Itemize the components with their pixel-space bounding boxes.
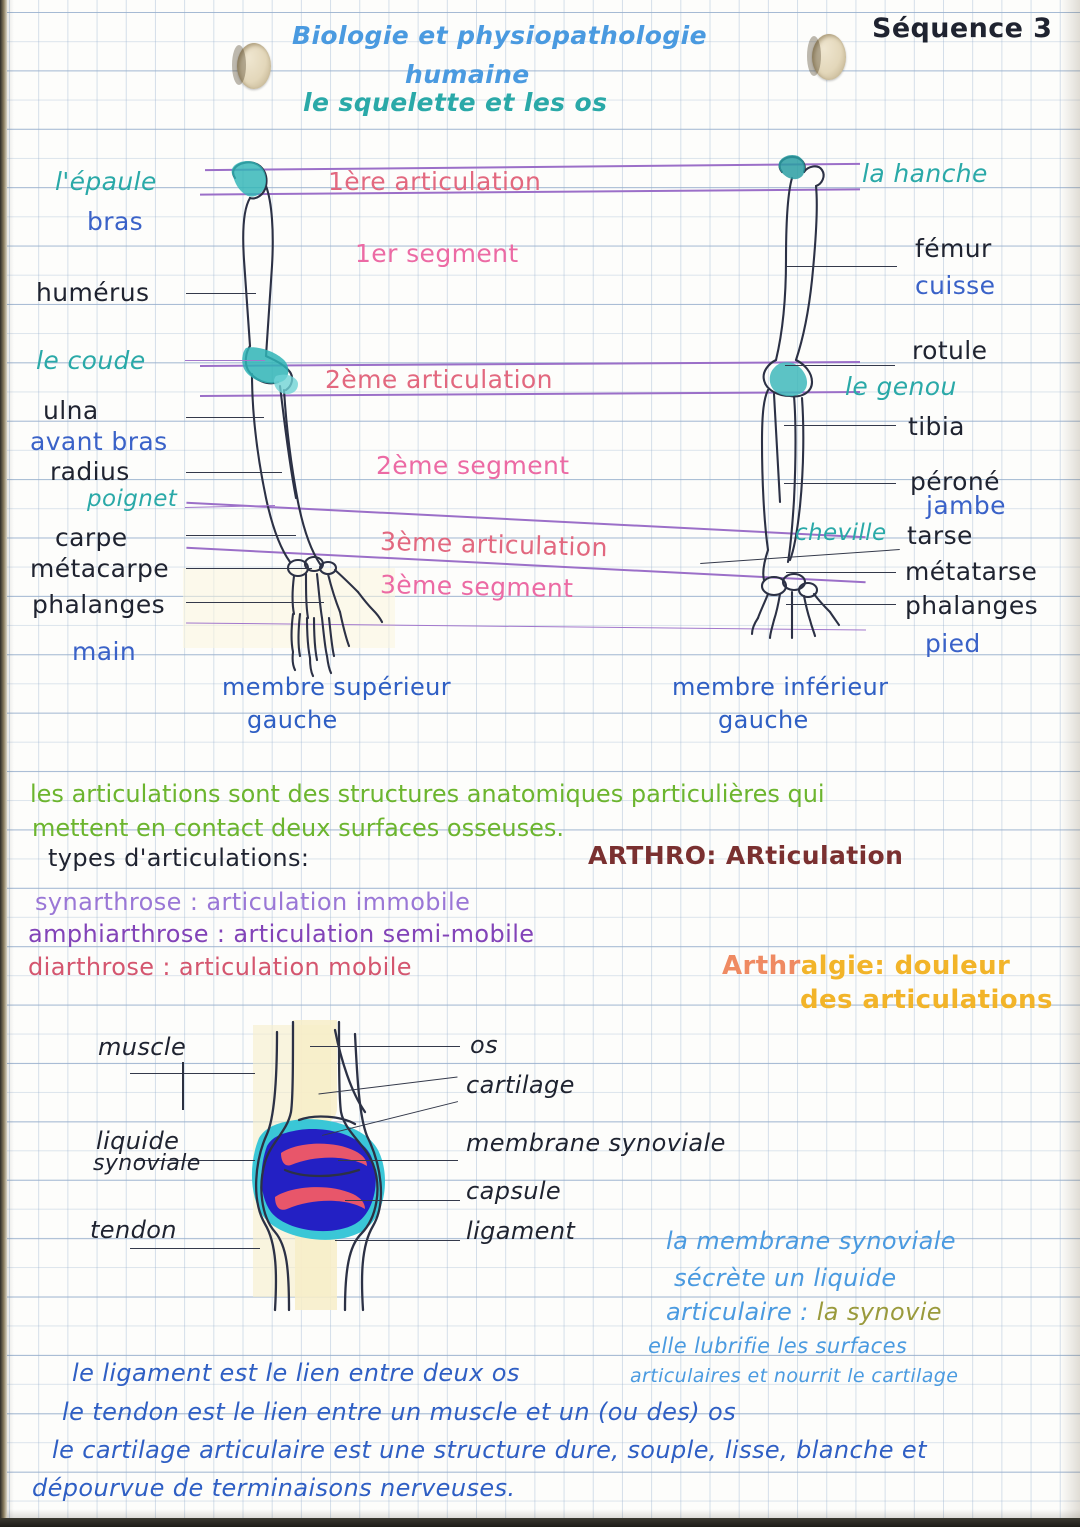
punch-hole-left <box>232 43 271 89</box>
label-humerus: humérus <box>36 278 150 307</box>
label-pied: pied <box>925 629 981 658</box>
label-bras: bras <box>87 207 144 236</box>
arthro-note: ARTHRO: ARticulation <box>588 841 904 870</box>
center-label-3eme-articulation: 3ème articulation <box>379 526 609 563</box>
label-genou: le genou <box>845 372 957 401</box>
label-cheville: cheville <box>795 520 887 546</box>
lead-radius <box>186 472 282 473</box>
caption-membre-inferieur-gauche: gauche <box>718 706 809 734</box>
label-rotule: rotule <box>912 336 988 365</box>
lead-muscle <box>130 1073 255 1074</box>
bottom-note-line4: dépourvue de terminaisons nerveuses. <box>32 1474 516 1502</box>
lead-humerus <box>186 293 256 294</box>
joint-label-os: os <box>470 1031 498 1059</box>
label-phalanges-left: phalanges <box>32 590 166 619</box>
joint-label-capsule: capsule <box>466 1177 562 1205</box>
synovial-note-line1: la membrane synoviale <box>666 1227 956 1255</box>
page-title-line1: Biologie et physiopathologie <box>292 21 707 50</box>
label-tibia: tibia <box>908 412 965 441</box>
label-hanche: la hanche <box>862 159 988 188</box>
joint-cross-section-drawing <box>251 1020 385 1312</box>
type-amphiarthrose: amphiarthrose : articulation semi-mobile <box>28 920 535 948</box>
label-carpe: carpe <box>55 523 128 552</box>
joint-label-tendon: tendon <box>90 1216 177 1244</box>
bottom-note-line3: le cartilage articulaire est une structu… <box>52 1436 927 1464</box>
lead-metacarpe <box>186 568 312 569</box>
lead-carpe <box>186 535 296 536</box>
label-avant-bras: avant bras <box>30 427 168 456</box>
label-poignet: poignet <box>87 486 178 512</box>
page-subtitle: le squelette et les os <box>303 88 608 117</box>
center-label-3eme-segment: 3ème segment <box>379 569 574 604</box>
lead-ulna <box>186 417 264 418</box>
synovial-note-line5: articulaires et nourrit le cartilage <box>630 1365 959 1387</box>
label-epaule: l'épaule <box>55 167 157 196</box>
label-coude: le coude <box>36 346 146 375</box>
lead-tendon <box>130 1248 260 1249</box>
synovial-note-line3: articulaire : la synovie <box>666 1299 942 1325</box>
punch-hole-right <box>807 34 846 80</box>
center-label-2eme-segment: 2ème segment <box>376 451 570 480</box>
lead-coude <box>185 360 265 361</box>
arthralgie-note-line2: des articulations <box>800 985 1053 1015</box>
sequence-label: Séquence 3 <box>872 13 1053 44</box>
joint-label-membrane-synoviale: membrane synoviale <box>466 1129 726 1157</box>
bottom-note-line2: le tendon est le lien entre un muscle et… <box>62 1398 736 1426</box>
lead-ligament <box>335 1240 460 1241</box>
page-title-line2: humaine <box>405 60 530 89</box>
type-synarthrose: synarthrose : articulation immobile <box>35 888 471 916</box>
page-bottom-edge <box>0 1518 1080 1527</box>
label-jambe: jambe <box>926 491 1006 520</box>
joint-label-cartilage: cartilage <box>466 1071 575 1099</box>
joint-label-synoviale: synoviale <box>93 1151 201 1176</box>
lead-phalanges-right <box>786 604 896 605</box>
joint-label-muscle: muscle <box>98 1033 187 1061</box>
types-heading: types d'articulations: <box>48 844 310 872</box>
lead-capsule <box>345 1200 460 1201</box>
label-tarse: tarse <box>907 521 973 550</box>
synovial-note-line3-b: la synovie <box>816 1298 942 1326</box>
label-phalanges-right: phalanges <box>905 591 1039 620</box>
joint-label-ligament: ligament <box>466 1217 576 1245</box>
label-cuisse: cuisse <box>915 271 996 300</box>
arthralgie-prefix: Arthr <box>722 951 801 981</box>
lead-muscle-vert <box>182 1062 186 1110</box>
caption-membre-inferieur: membre inférieur <box>672 673 889 701</box>
lead-perone <box>784 483 896 484</box>
label-radius: radius <box>50 457 130 486</box>
caption-membre-superieur-gauche: gauche <box>247 706 338 734</box>
left-arm-skeleton-drawing <box>231 160 384 678</box>
lead-tibia <box>784 425 896 426</box>
type-diarthrose: diarthrose : articulation mobile <box>28 953 412 981</box>
synovial-note-line3-a: articulaire : <box>666 1298 809 1326</box>
lead-membrane-synoviale <box>338 1160 458 1161</box>
synovial-note-line4: elle lubrifie les surfaces <box>648 1334 908 1358</box>
definition-line2: mettent en contact deux surfaces osseuse… <box>32 814 564 842</box>
label-metatarse: métatarse <box>905 557 1038 586</box>
label-ulna: ulna <box>43 396 99 425</box>
center-label-1er-segment: 1er segment <box>355 239 519 268</box>
label-metacarpe: métacarpe <box>30 554 170 583</box>
bottom-note-line1: le ligament est le lien entre deux os <box>72 1359 520 1387</box>
lead-femur <box>787 266 897 267</box>
lead-os <box>310 1046 460 1047</box>
arthralgie-suffix: algie: douleur <box>800 951 1011 981</box>
lead-metatarse <box>786 572 896 573</box>
label-femur: fémur <box>915 234 992 263</box>
center-label-1ere-articulation: 1ère articulation <box>328 167 542 196</box>
lead-phalanges-left <box>186 602 324 603</box>
center-label-2eme-articulation: 2ème articulation <box>325 365 553 394</box>
caption-membre-superieur: membre supérieur <box>222 673 451 701</box>
lead-rotule <box>785 365 895 366</box>
definition-line1: les articulations sont des structures an… <box>30 780 825 808</box>
synovial-note-line2: sécrète un liquide <box>674 1264 897 1292</box>
page-left-edge <box>0 0 7 1527</box>
arthralgie-note-line1: Arthralgie: douleur <box>722 952 1010 981</box>
label-main: main <box>72 637 137 666</box>
